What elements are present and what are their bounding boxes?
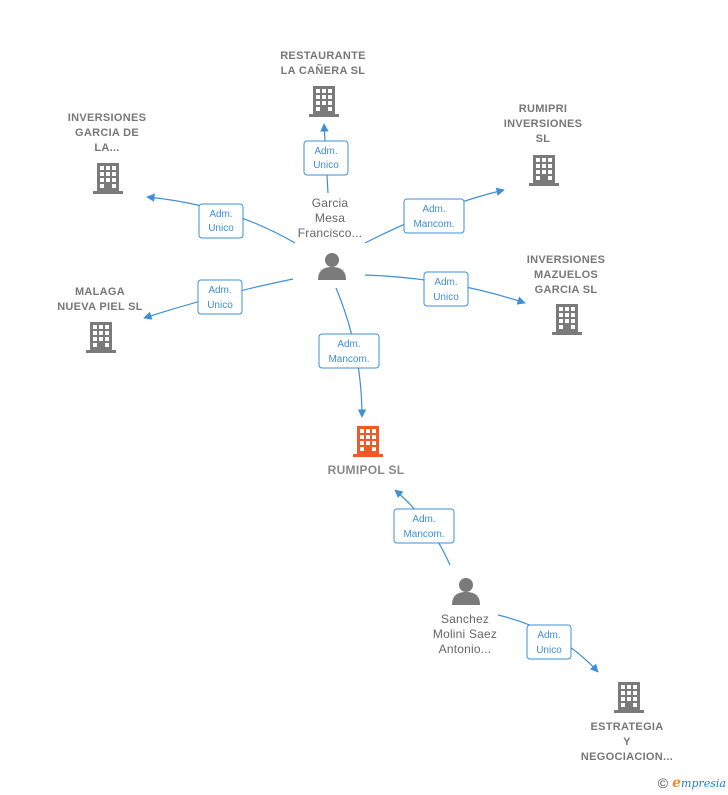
node-rumipri-label[interactable]: RUMIPRI INVERSIONES SL (503, 103, 583, 145)
footer-brand: © empresia (658, 775, 726, 791)
malaga-building-icon[interactable] (86, 322, 116, 353)
garcia-mesa-person-icon[interactable] (318, 253, 346, 280)
edge-label-estrategia-line2: Unico (536, 645, 562, 656)
edge-label-sanchez-rumipol: Adm. Mancom. (393, 508, 455, 544)
edge-label-malaga-line1: Adm. (208, 285, 231, 296)
edge-label-malaga: Adm. Unico (197, 279, 243, 315)
node-sanchez-molini-label[interactable]: Sanchez Molini Saez Antonio... (432, 612, 498, 656)
node-garcia-mesa-label[interactable]: Garcia Mesa Francisco... (297, 196, 363, 240)
rumipri-building-icon[interactable] (529, 155, 559, 186)
node-rumipol-label[interactable]: RUMIPOL SL (327, 463, 405, 477)
node-estrategia-label[interactable]: ESTRATEGIA Y NEGOCIACION... (580, 721, 674, 763)
edge-label-rumipri-line2: Mancom. (413, 219, 454, 230)
edge-label-restaurante-line2: Unico (313, 160, 339, 171)
mazuelos-building-icon[interactable] (552, 304, 582, 335)
edge-label-inversiones-garcia-line1: Adm. (209, 209, 232, 220)
empresia-logo[interactable]: empresia (672, 775, 726, 791)
edge-label-garcia-rumipol: Adm. Mancom. (318, 333, 380, 369)
edge-label-garcia-rumipol-line2: Mancom. (328, 354, 369, 365)
edge-label-estrategia-line1: Adm. (537, 630, 560, 641)
edge-label-estrategia: Adm. Unico (526, 624, 572, 660)
edge-label-mazuelos-line2: Unico (433, 292, 459, 303)
node-inversiones-garcia-label[interactable]: INVERSIONES GARCIA DE LA... (67, 112, 147, 154)
inversiones-garcia-building-icon[interactable] (93, 163, 123, 194)
edge-label-malaga-line2: Unico (207, 300, 233, 311)
edge-label-inversiones-garcia: Adm. Unico (198, 203, 244, 239)
node-malaga-label[interactable]: MALAGA NUEVA PIEL SL (57, 286, 143, 313)
copyright-icon: © (657, 775, 669, 791)
node-mazuelos-label[interactable]: INVERSIONES MAZUELOS GARCIA SL (526, 254, 606, 296)
estrategia-building-icon[interactable] (614, 682, 644, 713)
edge-label-mazuelos-line1: Adm. (434, 277, 457, 288)
restaurante-building-icon[interactable] (309, 86, 339, 117)
rumipol-building-icon[interactable] (353, 426, 383, 457)
edge-label-rumipri: Adm. Mancom. (403, 198, 465, 234)
edge-label-restaurante-line1: Adm. (314, 146, 337, 157)
edge-label-garcia-rumipol-line1: Adm. (337, 339, 360, 350)
edge-label-inversiones-garcia-line2: Unico (208, 223, 234, 234)
edge-label-rumipri-line1: Adm. (422, 204, 445, 215)
edge-label-sanchez-rumipol-line1: Adm. (412, 514, 435, 525)
edge-label-sanchez-rumipol-line2: Mancom. (403, 529, 444, 540)
node-restaurante-label[interactable]: RESTAURANTE LA CAÑERA SL (280, 50, 366, 77)
edge-label-mazuelos: Adm. Unico (423, 271, 469, 307)
sanchez-molini-person-icon[interactable] (452, 578, 480, 605)
edge-label-restaurante: Adm. Unico (303, 140, 349, 176)
